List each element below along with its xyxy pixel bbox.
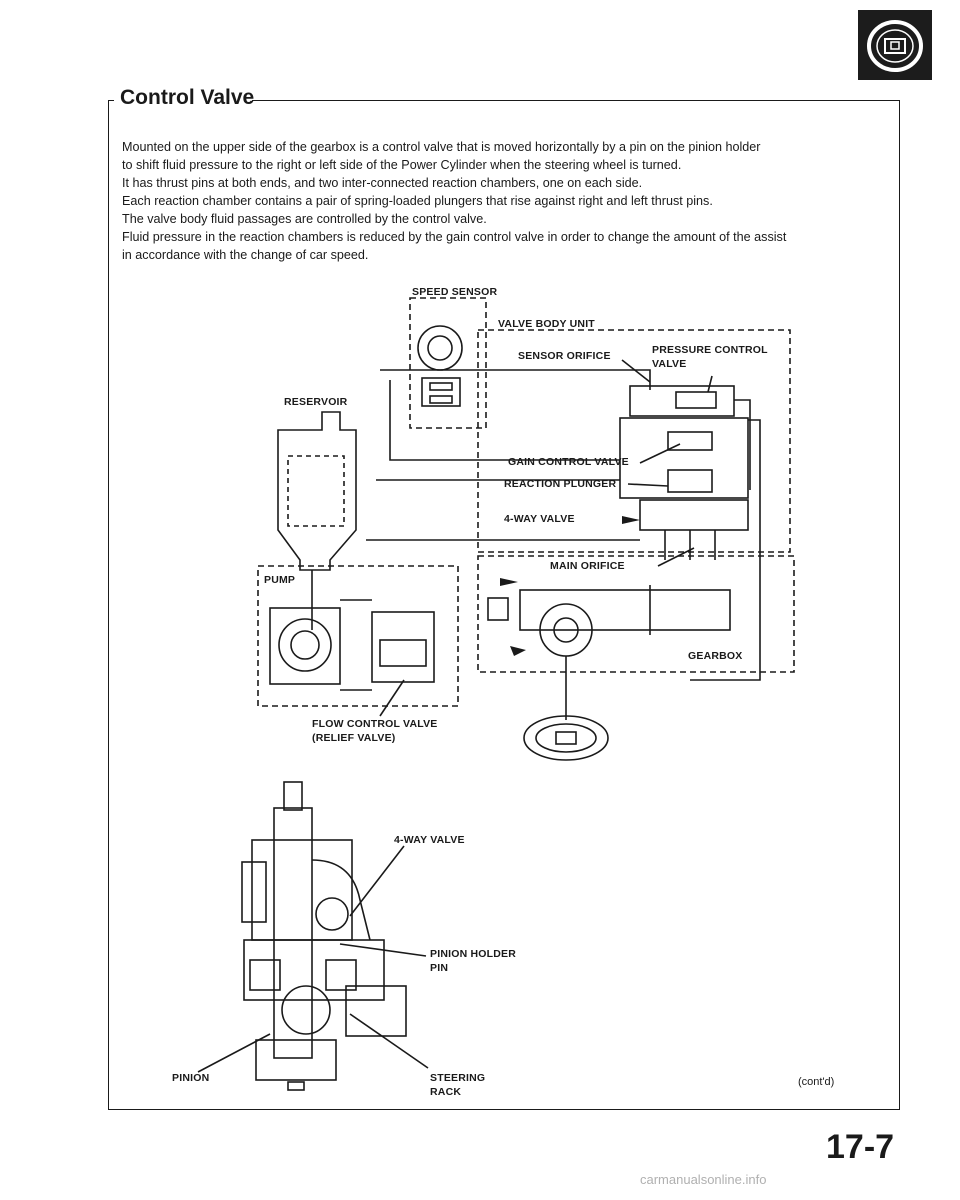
steering-wheel-icon: [867, 20, 923, 72]
label-cutaway-four-way-valve: 4-WAY VALVE: [394, 834, 465, 846]
body-line: Each reaction chamber contains a pair of…: [122, 194, 713, 208]
speed-sensor-box: [409, 297, 487, 429]
page-number: 17-7: [826, 1128, 895, 1166]
label-steering-rack: STEERING: [430, 1072, 486, 1084]
label-main-orifice: MAIN ORIFICE: [550, 560, 625, 572]
label-steering-rack: RACK: [430, 1086, 462, 1098]
reservoir-tank: [277, 411, 357, 571]
section-frame: [108, 100, 900, 1110]
reaction-plunger: [667, 469, 713, 493]
pump-rotor: [278, 618, 332, 672]
body-line: Fluid pressure in the reaction chambers …: [122, 230, 787, 244]
label-pressure-control-valve: PRESSURE CONTROL: [652, 344, 768, 356]
label-gearbox: GEARBOX: [688, 650, 743, 662]
label-pinion-holder-pin: PINION HOLDER: [430, 948, 517, 960]
four-way-valve-body: [639, 499, 749, 531]
label-valve-body-unit: VALVE BODY UNIT: [498, 318, 595, 330]
label-pressure-control-valve: VALVE: [652, 358, 687, 370]
valve-body-unit-box: [477, 329, 791, 553]
power-cylinder: [519, 589, 731, 631]
label-reservoir: RESERVOIR: [284, 396, 348, 408]
label-pump: PUMP: [264, 574, 296, 586]
body-line: in accordance with the change of car spe…: [122, 248, 369, 262]
pressure-control-valve: [629, 385, 735, 417]
steering-wheel: [523, 715, 609, 761]
pump-box: [257, 565, 459, 707]
label-four-way-valve: 4-WAY VALVE: [504, 513, 575, 525]
body-line: It has thrust pins at both ends, and two…: [122, 176, 643, 190]
gearbox-box: [477, 555, 795, 673]
header-icon-box: [858, 10, 932, 80]
label-gain-control-valve: GAIN CONTROL VALVE: [508, 456, 629, 468]
section-title: Control Valve: [120, 86, 255, 109]
label-pinion: PINION: [172, 1072, 210, 1084]
footer-watermark: carmanualsonline.info: [640, 1172, 767, 1187]
label-pinion-holder-pin: PIN: [430, 962, 449, 974]
pinion-shaft: [273, 807, 313, 1059]
body-line: to shift fluid pressure to the right or …: [122, 158, 682, 172]
valve-housing: [243, 939, 385, 1001]
body-line: The valve body fluid passages are contro…: [122, 212, 487, 226]
label-flow-control-valve: (RELIEF VALVE): [312, 732, 396, 744]
reaction-chamber: [619, 417, 749, 499]
steering-rack-housing: [345, 985, 407, 1037]
body-line: Mounted on the upper side of the gearbox…: [122, 140, 761, 154]
pinion-gear-cutaway: [281, 985, 331, 1035]
label-flow-control-valve: FLOW CONTROL VALVE: [312, 718, 438, 730]
label-reaction-plunger: REACTION PLUNGER: [504, 478, 617, 490]
label-speed-sensor: SPEED SENSOR: [412, 286, 498, 298]
label-sensor-orifice: SENSOR ORIFICE: [518, 350, 611, 362]
continued-note: (cont'd): [798, 1076, 835, 1088]
